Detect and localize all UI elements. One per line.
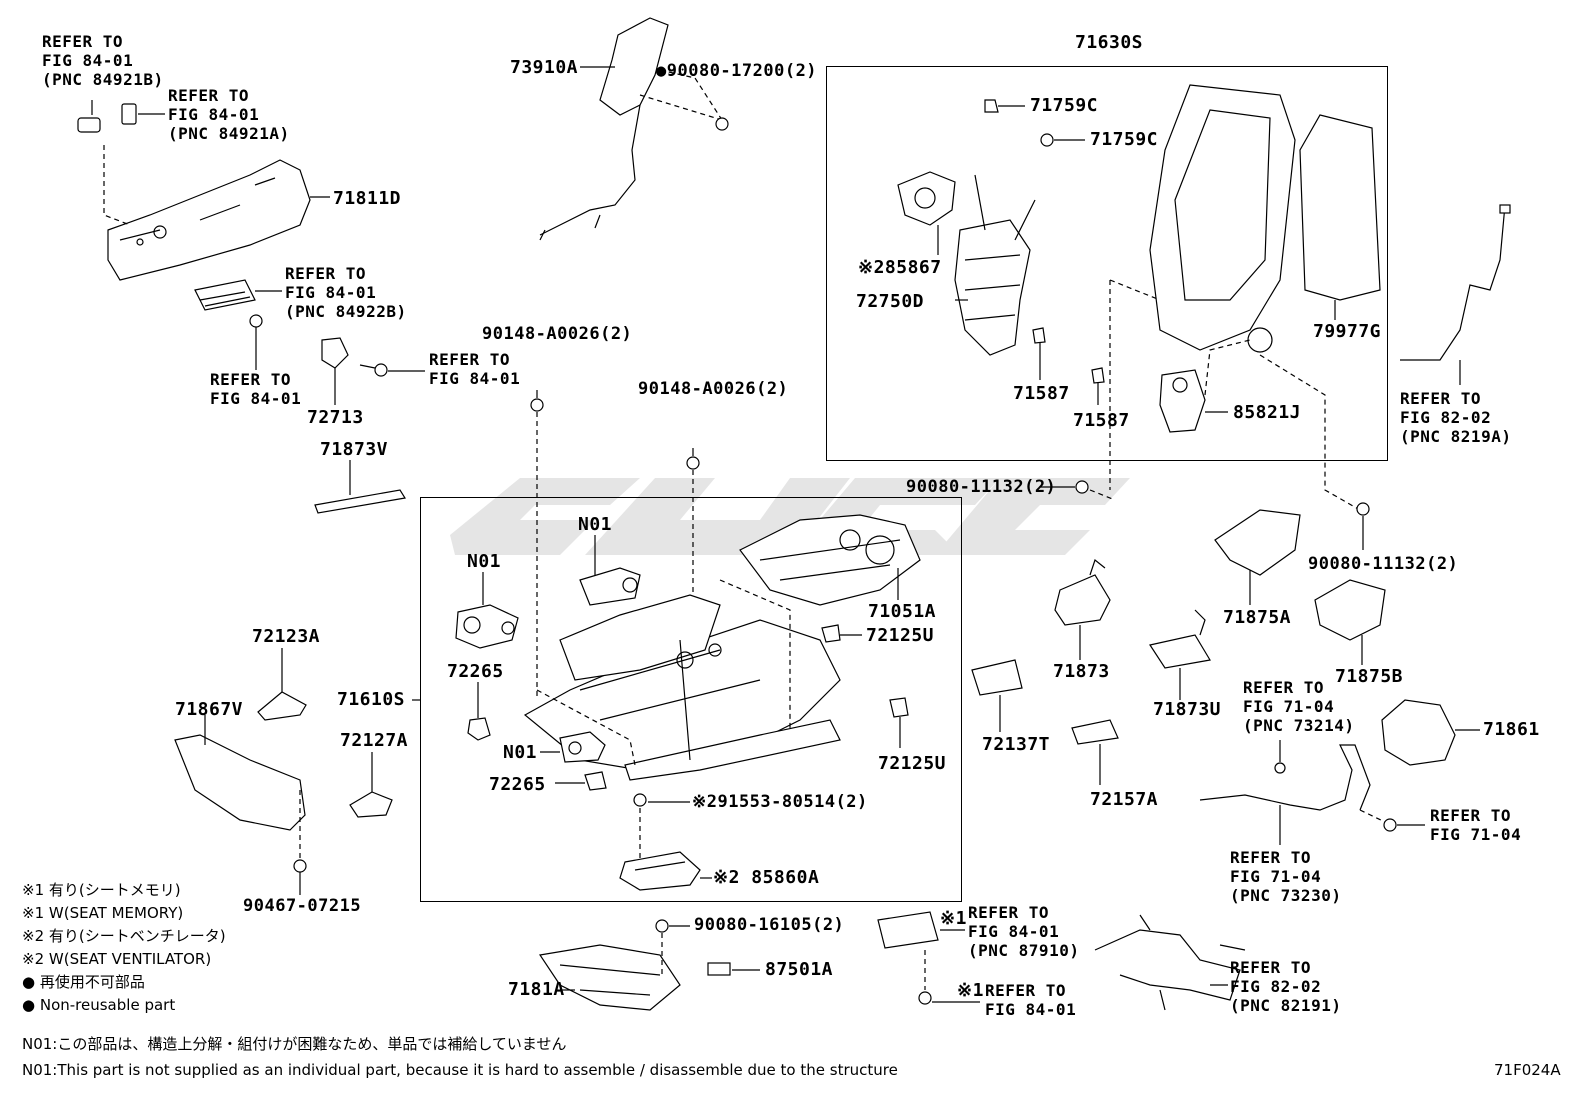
label-N01-a: N01 [578, 514, 613, 535]
label-71630S: 71630S [1075, 32, 1144, 53]
label-71811D: 71811D [333, 188, 402, 209]
part-switch-drawing [194, 279, 256, 311]
label-mark-x1-b: ※1 [957, 980, 984, 1001]
label-N01-b: N01 [467, 551, 502, 572]
label-72265-a: 72265 [447, 661, 504, 682]
part-85821J-drawing [1159, 369, 1206, 433]
refer-84-01-c: REFER TO FIG 84-01 [985, 981, 1077, 1019]
label-71587-b: 71587 [1073, 410, 1130, 431]
refer-84921A: REFER TO FIG 84-01 (PNC 84921A) [168, 86, 290, 143]
motor-b-drawing [455, 604, 519, 649]
legend-line: ● Non-reusable part [22, 996, 176, 1014]
label-71873U: 71873U [1153, 699, 1222, 720]
label-71867V: 71867V [175, 699, 244, 720]
label-72157A: 72157A [1090, 789, 1159, 810]
refer-87910: REFER TO FIG 84-01 (PNC 87910) [968, 903, 1080, 960]
part-85860A-drawing [619, 851, 701, 891]
part-7181A-drawing [538, 944, 681, 1011]
label-7181A: 7181A [508, 979, 565, 1000]
label-71875A: 71875A [1223, 607, 1292, 628]
label-72123A: 72123A [252, 626, 321, 647]
label-71051A: 71051A [868, 601, 937, 622]
legend-line: ※1 W(SEAT MEMORY) [22, 904, 184, 922]
legend-line: ※1 有り(シートメモリ) [22, 881, 181, 899]
label-91553: ※291553-80514(2) [692, 792, 868, 812]
part-72713-drawing [321, 337, 349, 405]
label-71759C-b: 71759C [1090, 129, 1159, 150]
label-73910A: 73910A [510, 57, 579, 78]
part-71051A-drawing [739, 514, 921, 606]
label-72265-b: 72265 [489, 774, 546, 795]
refer-71-04: REFER TO FIG 71-04 [1430, 806, 1522, 844]
label-72125U-a: 72125U [866, 625, 935, 646]
legend-line: ※2 W(SEAT VENTILATOR) [22, 950, 212, 968]
label-87501A: 87501A [765, 959, 834, 980]
label-71861: 71861 [1483, 719, 1540, 740]
backrest-group-frame [826, 66, 1388, 461]
label-71610S: 71610S [337, 689, 406, 710]
legend-line: ※2 有り(シートベンチレータ) [22, 927, 226, 945]
label-71587-a: 71587 [1013, 383, 1070, 404]
label-90467: 90467-07215 [243, 896, 362, 916]
part-71811D-drawing [107, 159, 311, 281]
legend: ※1 有り(シートメモリ) ※1 W(SEAT MEMORY) ※2 有り(シー… [22, 879, 226, 1017]
refer-84921B: REFER TO FIG 84-01 (PNC 84921B) [42, 32, 164, 89]
motor-c-drawing [559, 731, 606, 763]
label-85821J: 85821J [1233, 402, 1302, 423]
refer-84922B: REFER TO FIG 84-01 (PNC 84922B) [285, 264, 407, 321]
label-72137T: 72137T [982, 734, 1051, 755]
label-mark-x1-a: ※1 [940, 908, 967, 929]
label-90148-a: 90148-A0026(2) [482, 324, 633, 344]
seat-frame-drawing [523, 594, 841, 781]
label-72125U-b: 72125U [878, 753, 947, 774]
label-N01-c: N01 [503, 742, 538, 763]
part-71873V-drawing [314, 460, 406, 514]
label-90080-17200: ●90080-17200(2) [656, 61, 818, 81]
refer-8219A: REFER TO FIG 82-02 (PNC 8219A) [1400, 389, 1512, 446]
label-72713: 72713 [307, 407, 364, 428]
legend-line: ● 再使用不可部品 [22, 973, 145, 991]
cushion-group-frame [420, 497, 962, 902]
refer-84-01-b: REFER TO FIG 84-01 [429, 350, 521, 388]
part-85867-drawing [897, 171, 956, 226]
part-72750D-drawing [954, 174, 1036, 356]
label-71759C-a: 71759C [1030, 95, 1099, 116]
label-90080-16105: 90080-16105(2) [694, 915, 845, 935]
refer-84-01-a: REFER TO FIG 84-01 [210, 370, 302, 408]
refer-73230: REFER TO FIG 71-04 (PNC 73230) [1230, 848, 1342, 905]
label-71875B: 71875B [1335, 666, 1404, 687]
refer-73214: REFER TO FIG 71-04 (PNC 73214) [1243, 678, 1355, 735]
label-71873: 71873 [1053, 661, 1110, 682]
label-90080-11132-a: 90080-11132(2) [906, 477, 1057, 497]
figure-code: 71F024A [1494, 1061, 1561, 1079]
label-85867: ※285867 [858, 257, 942, 278]
footnote-jp: N01:この部品は、構造上分解・組付けが困難なため、単品では補給していません [22, 1035, 567, 1053]
refer-82191: REFER TO FIG 82-02 (PNC 82191) [1230, 958, 1342, 1015]
label-90148-b: 90148-A0026(2) [638, 379, 789, 399]
label-79977G: 79977G [1313, 321, 1382, 342]
label-90080-11132-b: 90080-11132(2) [1308, 554, 1459, 574]
backrest-frame-drawing [1149, 84, 1296, 353]
non-reusable-dot-icon: ● [656, 61, 667, 81]
label-85860A: ※2 85860A [713, 867, 820, 888]
label-71873V: 71873V [320, 439, 389, 460]
part-73910A-drawing [539, 17, 669, 241]
footnote-en: N01:This part is not supplied as an indi… [22, 1061, 898, 1079]
motor-a-drawing [579, 567, 641, 606]
label-72750D: 72750D [856, 291, 925, 312]
label-72127A: 72127A [340, 730, 409, 751]
